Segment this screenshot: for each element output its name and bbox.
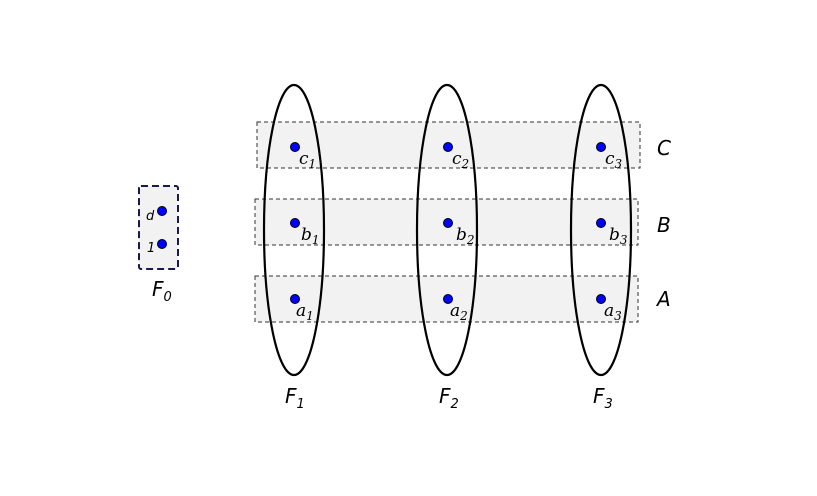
fiber-label-f2: F2 (439, 384, 459, 412)
point-label-c2: c2 (452, 149, 469, 171)
fiber-f3 (569, 83, 633, 377)
point-f0-d (157, 206, 167, 216)
point-label-b1: b1 (301, 225, 320, 247)
fiber-f1 (262, 83, 326, 377)
fiber-label-f1: F1 (285, 384, 305, 412)
point-label-f0-1: 1 (147, 241, 155, 256)
fiber-f2 (415, 83, 479, 377)
point-a2 (443, 294, 453, 304)
band-label-c: C (657, 136, 671, 160)
point-a1 (290, 294, 300, 304)
point-c2 (443, 142, 453, 152)
point-label-a3: a3 (604, 301, 622, 323)
point-a3 (596, 294, 606, 304)
fiber-label-f0: F0 (152, 277, 172, 305)
point-label-b3: b3 (609, 225, 628, 247)
f0-box (138, 185, 179, 270)
point-b2 (443, 218, 453, 228)
point-label-b2: b2 (456, 225, 475, 247)
point-label-a1: a1 (296, 301, 314, 323)
band-label-a: A (655, 287, 671, 311)
point-c3 (596, 142, 606, 152)
point-label-c1: c1 (299, 149, 316, 171)
point-label-c3: c3 (605, 149, 623, 171)
point-label-a2: a2 (450, 301, 468, 323)
point-c1 (290, 142, 300, 152)
band-label-b: B (657, 213, 671, 237)
fiber-label-f3: F3 (593, 384, 613, 412)
point-b1 (290, 218, 300, 228)
point-label-f0-d: d (146, 209, 155, 224)
point-b3 (596, 218, 606, 228)
point-f0-1 (157, 239, 167, 249)
